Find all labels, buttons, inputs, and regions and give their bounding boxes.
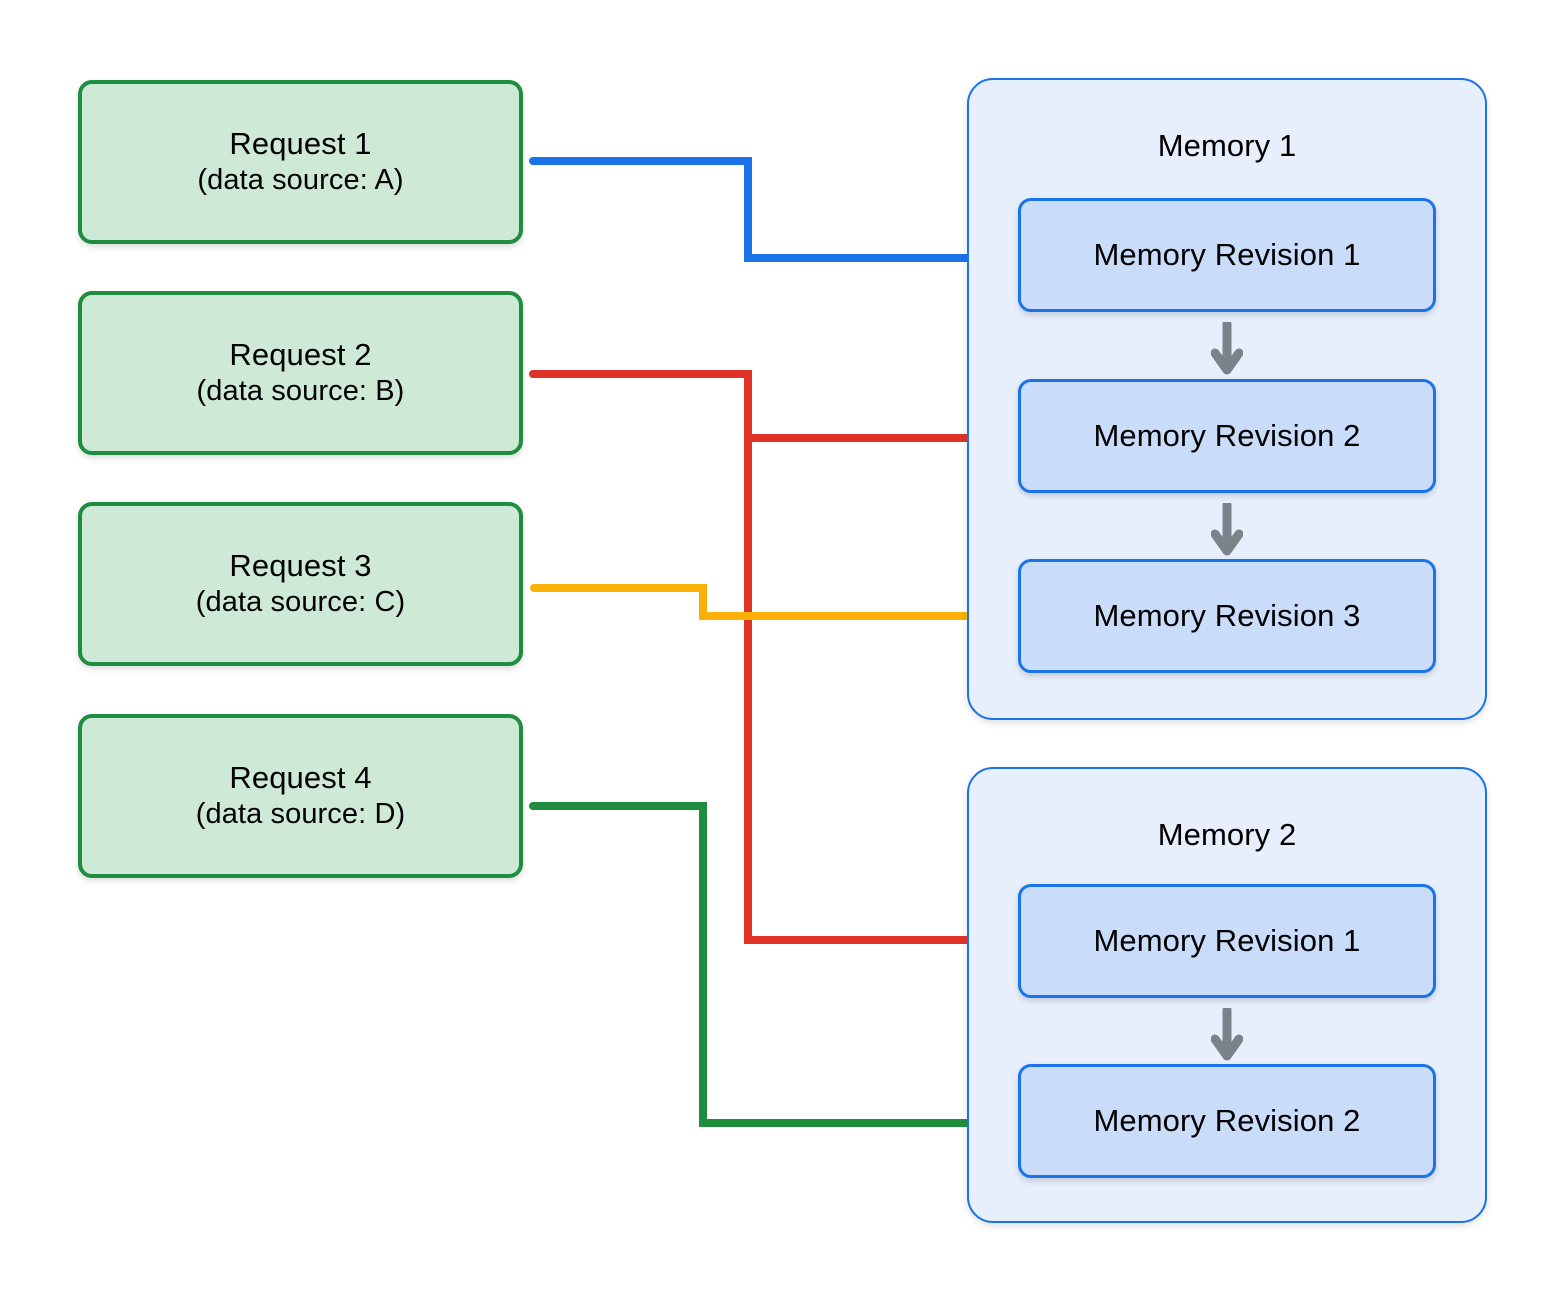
memory-container-title: Memory 1 bbox=[1157, 128, 1297, 163]
request-card-subtitle: (data source: B) bbox=[196, 375, 405, 408]
down-arrow-icon bbox=[1211, 503, 1243, 556]
memory-revision-card[interactable]: Memory Revision 1 bbox=[1018, 198, 1436, 312]
connector-request-1-to-memory-1-revision-1 bbox=[529, 157, 1009, 280]
request-card-title: Request 4 bbox=[229, 759, 372, 795]
memory-revision-card[interactable]: Memory Revision 2 bbox=[1018, 1064, 1436, 1178]
request-card-subtitle: (data source: D) bbox=[195, 798, 406, 831]
request-card-1[interactable]: Request 1 (data source: A) bbox=[78, 80, 523, 244]
request-card-3[interactable]: Request 3 (data source: C) bbox=[78, 502, 523, 666]
request-card-title: Request 1 bbox=[229, 125, 372, 161]
request-card-subtitle: (data source: C) bbox=[195, 586, 406, 619]
request-card-2[interactable]: Request 2 (data source: B) bbox=[78, 291, 523, 455]
down-arrow-icon bbox=[1211, 1008, 1243, 1061]
request-card-4[interactable]: Request 4 (data source: D) bbox=[78, 714, 523, 878]
memory-container-title: Memory 2 bbox=[1157, 817, 1297, 852]
request-card-title: Request 3 bbox=[229, 547, 372, 583]
memory-revision-card[interactable]: Memory Revision 2 bbox=[1018, 379, 1436, 493]
connector-request-2-to-memory-revisions bbox=[529, 370, 1009, 962]
request-card-subtitle: (data source: A) bbox=[197, 164, 404, 197]
memory-container-1[interactable]: Memory 1 Memory Revision 1 Memory Revisi… bbox=[967, 78, 1487, 720]
memory-container-2[interactable]: Memory 2 Memory Revision 1 Memory Revisi… bbox=[967, 767, 1487, 1223]
memory-revision-card[interactable]: Memory Revision 1 bbox=[1018, 884, 1436, 998]
connector-request-4-to-memory-2-revision-2 bbox=[529, 802, 1009, 1145]
request-card-title: Request 2 bbox=[229, 336, 372, 372]
memory-revision-card[interactable]: Memory Revision 3 bbox=[1018, 559, 1436, 673]
connector-request-3-to-memory-1-revision-3 bbox=[530, 584, 1009, 638]
down-arrow-icon bbox=[1211, 322, 1243, 375]
